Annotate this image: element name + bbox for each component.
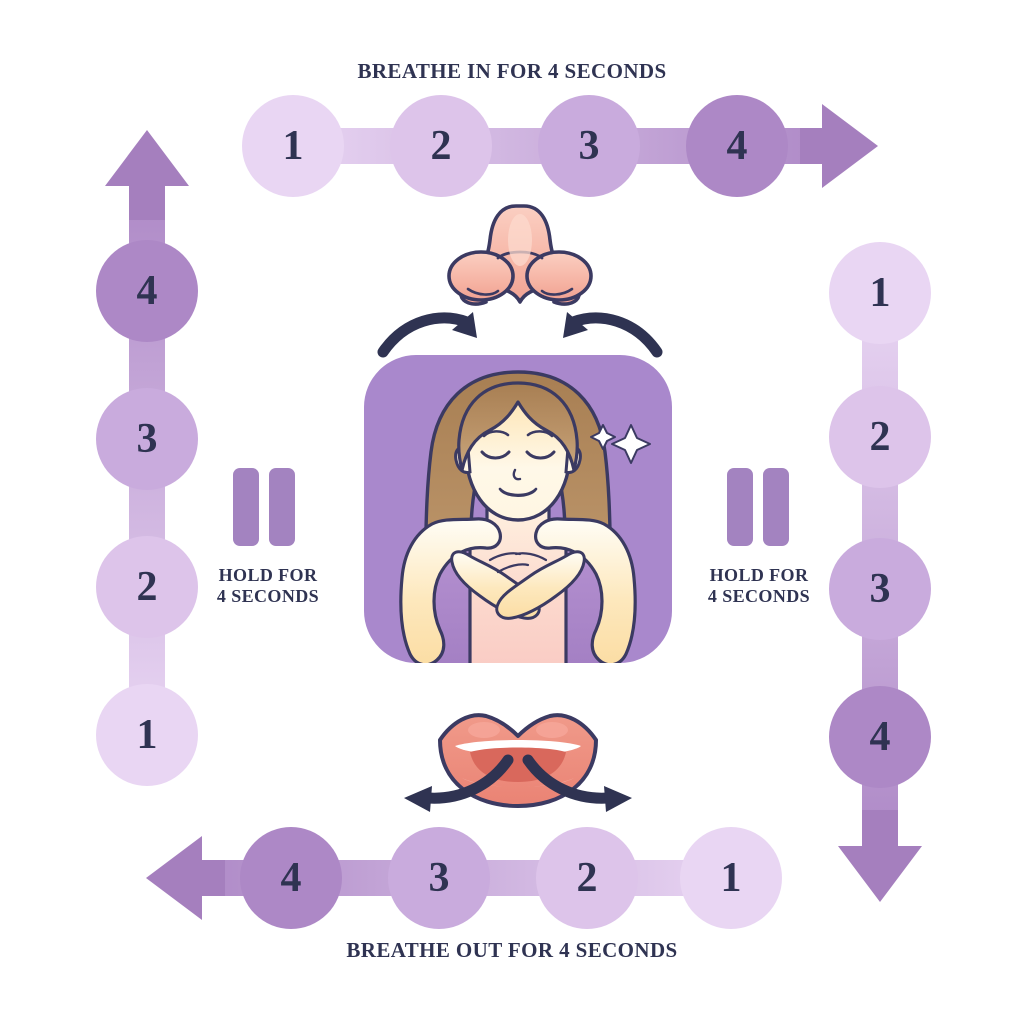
right-step-circle-2 xyxy=(829,386,931,488)
finger-line-3 xyxy=(514,552,548,562)
right-step-number-1: 1 xyxy=(869,270,891,316)
arrow-head-up xyxy=(105,130,189,186)
finger-line-2 xyxy=(496,563,530,574)
arrow-head-down xyxy=(838,846,922,902)
bottom-step-circle-2 xyxy=(536,827,638,929)
top-step-circle-1 xyxy=(242,95,344,197)
left-step-number-4: 4 xyxy=(136,268,158,314)
exhale-arrow-heads xyxy=(404,786,632,812)
nostril-left xyxy=(447,250,515,302)
eyebrow-right xyxy=(526,430,554,438)
bottom-sequence-graphics xyxy=(146,827,782,929)
nose-icon xyxy=(447,204,593,306)
bottom-step-number-1: 1 xyxy=(720,855,742,901)
top-step-number-4: 4 xyxy=(726,123,748,169)
hair-front xyxy=(457,381,579,472)
arrow-shaft-right xyxy=(800,128,840,164)
nostril-line-right xyxy=(540,287,574,296)
right-step-number-2: 2 xyxy=(869,414,891,460)
right-step-number-4: 4 xyxy=(869,714,891,760)
bottom-step-circle-3 xyxy=(388,827,490,929)
right-step-circle-1 xyxy=(829,242,931,344)
top-step-number-3: 3 xyxy=(578,123,600,169)
arrow-shaft-down xyxy=(862,810,898,850)
right-step-number-3: 3 xyxy=(869,566,891,612)
top-step-number-1: 1 xyxy=(282,123,304,169)
eye-left-closed xyxy=(480,450,511,460)
sparkle-icon-small xyxy=(590,424,616,450)
top-step-circle-2 xyxy=(390,95,492,197)
hold-label-left-line2: 4 SECONDS xyxy=(216,586,320,607)
eye-right-closed xyxy=(525,450,556,460)
left-sequence-graphics xyxy=(96,130,198,786)
right-step-circle-4 xyxy=(829,686,931,788)
left-step-number-3: 3 xyxy=(136,416,158,462)
left-step-circle-4 xyxy=(96,240,198,342)
top-step-number-2: 2 xyxy=(430,123,452,169)
arrow-head-left xyxy=(146,836,202,920)
breathe-in-label: BREATHE IN FOR 4 SECONDS xyxy=(357,59,667,83)
eyebrow-left xyxy=(482,430,510,438)
right-sequence-graphics xyxy=(829,242,931,902)
hold-label-left: HOLD FOR 4 SECONDS xyxy=(193,565,343,607)
arrow-head-right xyxy=(822,104,878,188)
face-nose xyxy=(512,468,522,481)
smile xyxy=(498,487,538,498)
lip-highlight-right xyxy=(536,722,568,738)
right-step-circle-3 xyxy=(829,538,931,640)
center-illustration xyxy=(364,355,672,663)
sparkle-icon-large xyxy=(611,424,651,464)
nostril-right xyxy=(525,250,593,302)
arrow-shaft-up xyxy=(129,180,165,220)
bottom-step-circle-4 xyxy=(240,827,342,929)
left-step-circle-3 xyxy=(96,388,198,490)
bottom-step-number-3: 3 xyxy=(428,855,450,901)
left-step-circle-2 xyxy=(96,536,198,638)
hold-label-right-line1: HOLD FOR xyxy=(709,565,809,585)
breathe-out-label: BREATHE OUT FOR 4 SECONDS xyxy=(346,938,678,962)
inhale-arrows xyxy=(377,312,663,358)
left-step-circle-1 xyxy=(96,684,198,786)
top-sequence-graphics xyxy=(242,95,878,197)
arm-right xyxy=(534,517,637,663)
bottom-step-number-2: 2 xyxy=(576,855,598,901)
left-step-number-1: 1 xyxy=(136,712,158,758)
bottom-step-number-4: 4 xyxy=(280,855,302,901)
inhale-arrow-heads xyxy=(452,312,588,338)
pause-icon-right xyxy=(727,468,789,546)
pause-icon-left xyxy=(233,468,295,546)
bottom-step-circle-1 xyxy=(680,827,782,929)
left-step-number-2: 2 xyxy=(136,564,158,610)
nostril-line-left xyxy=(466,287,500,296)
hold-label-right-line2: 4 SECONDS xyxy=(707,586,811,607)
nose-highlight xyxy=(508,214,532,266)
hand-right xyxy=(495,550,586,620)
exhale-arrows xyxy=(422,754,614,804)
top-step-circle-3 xyxy=(538,95,640,197)
lip-highlight-left xyxy=(468,722,500,738)
arm-left xyxy=(399,517,502,663)
arrow-shaft-left xyxy=(185,860,225,896)
hold-label-left-line1: HOLD FOR xyxy=(218,565,318,585)
top-step-circle-4 xyxy=(686,95,788,197)
hold-label-right: HOLD FOR 4 SECONDS xyxy=(684,565,834,607)
